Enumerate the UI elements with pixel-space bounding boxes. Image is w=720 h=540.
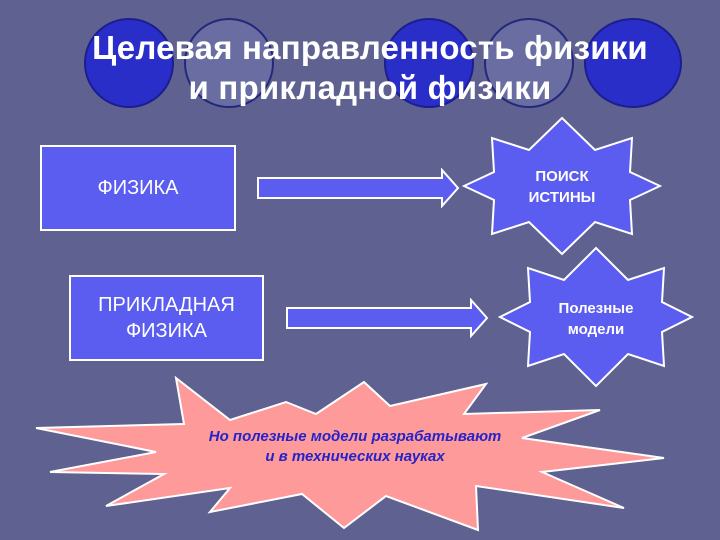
decor-circle-1 (84, 18, 174, 108)
star-truth (462, 116, 662, 256)
decor-circle-5 (584, 18, 682, 108)
arrow-applied-to-models (286, 298, 489, 338)
box-physics-label: ФИЗИКА (97, 177, 179, 199)
box-physics: ФИЗИКА (40, 145, 236, 231)
decor-circle-4 (484, 18, 574, 108)
decor-circle-2 (184, 18, 274, 108)
burst-callout (35, 376, 665, 532)
arrow-physics-to-truth (257, 168, 460, 208)
burst-note-text: Но полезные модели разрабатывают и в тех… (208, 428, 502, 465)
slide-title: Целевая направленность физики и прикладн… (60, 28, 680, 108)
decor-circle-3 (384, 18, 474, 108)
box-applied-label: ПРИКЛАДНАЯ ФИЗИКА (98, 294, 235, 342)
slide-title-text: Целевая направленность физики и прикладн… (92, 29, 648, 106)
star-truth-label: ПОИСК ИСТИНЫ (528, 168, 596, 206)
box-applied-physics: ПРИКЛАДНАЯ ФИЗИКА (69, 275, 264, 361)
star-models-label: Полезные модели (558, 300, 634, 338)
star-useful-models (498, 246, 694, 388)
